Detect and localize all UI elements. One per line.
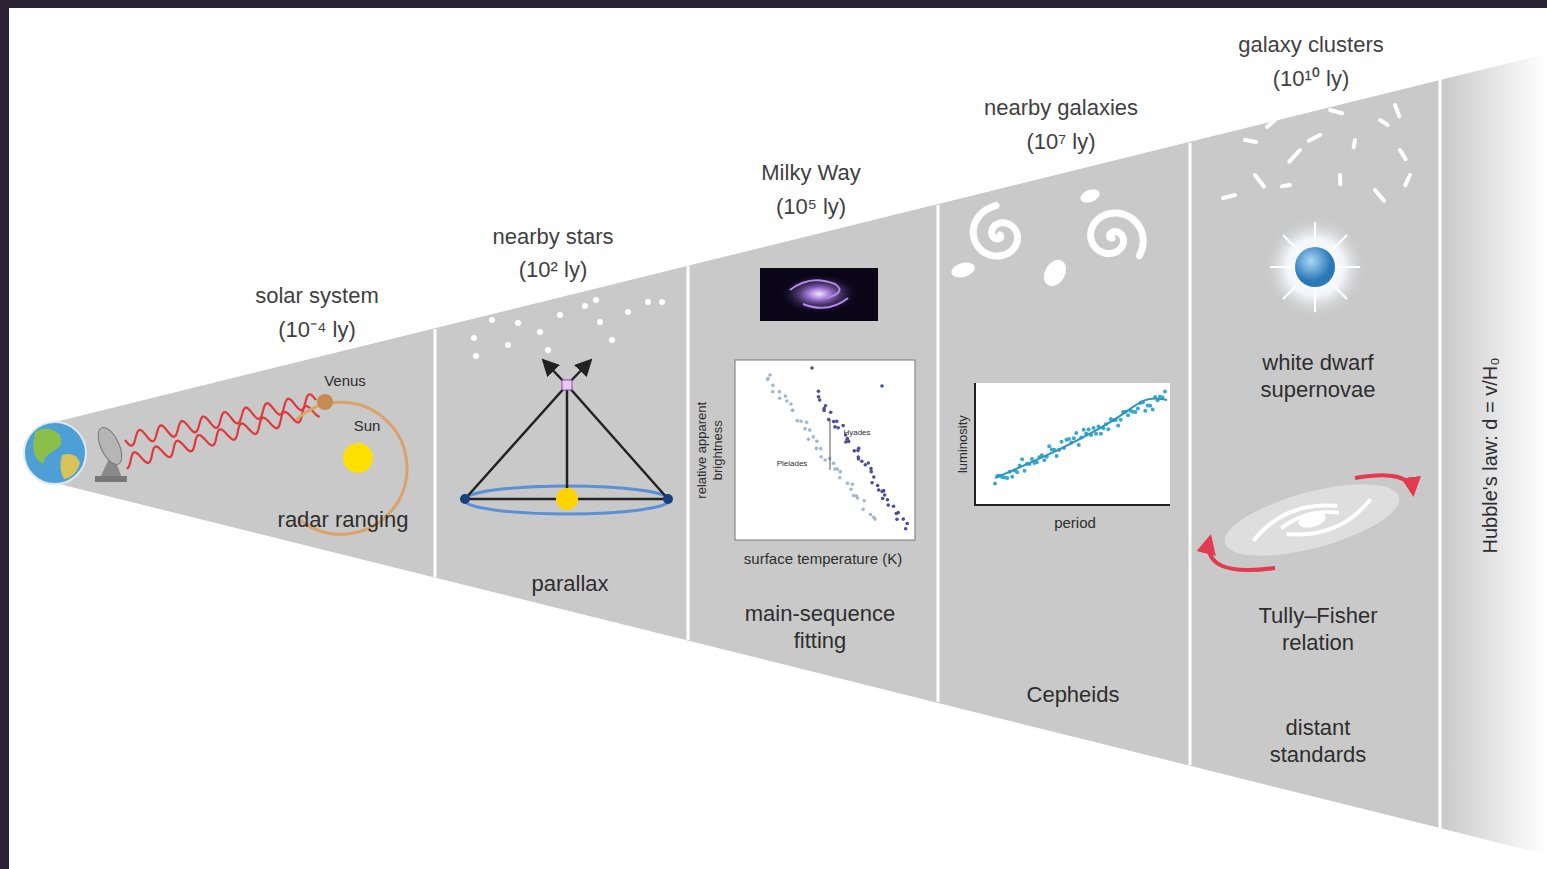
earth-orbit (464, 486, 670, 514)
method-label: parallax (531, 570, 608, 598)
rotation-arrow (1209, 538, 1275, 570)
range-heading: Milky Way (761, 159, 860, 187)
range-heading: galaxy clusters (1238, 31, 1384, 59)
hubble-band: Hubble's law: d = v/H₀ (1440, 0, 1547, 869)
planet-label: Venus (324, 372, 366, 391)
spiral-galaxies (973, 206, 1143, 256)
milky-way-arms (790, 280, 848, 308)
nearby-galaxies-band: nearby galaxies (10⁷ ly) Cepheids (938, 0, 1190, 869)
earth (24, 422, 86, 484)
cepheid-points (993, 389, 1167, 485)
rotating-galaxy (1218, 470, 1406, 571)
method-label: white dwarf supernovae (1233, 349, 1403, 404)
axis-label: surface temperature (K) (744, 550, 902, 569)
column-separators (435, 80, 1440, 828)
rotation-arrow (1355, 475, 1413, 493)
axis-label: luminosity (955, 415, 971, 473)
sun (556, 488, 578, 510)
milky-way-band: Milky Way (10⁵ ly) main-sequence fitting (688, 0, 938, 869)
nearby-stars-band: nearby stars (10² ly) parallax (435, 0, 688, 869)
supernova-glow (1263, 215, 1367, 319)
cluster-label: Pleiades (777, 459, 808, 469)
earth-position (663, 494, 673, 504)
method-label: Cepheids (1027, 681, 1120, 709)
plot-axes (975, 383, 1170, 505)
venus (317, 394, 333, 410)
fit-offset (830, 420, 831, 470)
hubble-strip (1440, 54, 1547, 855)
star-label: Sun (354, 417, 381, 436)
range-distance: (10⁵ ly) (776, 193, 846, 221)
method-label: radar ranging (278, 506, 409, 534)
elliptical-galaxies (950, 187, 1102, 290)
space-band (0, 0, 1547, 8)
method-label: distant standards (1253, 714, 1383, 769)
white-dwarf (1295, 247, 1335, 287)
hr-plot (735, 360, 915, 540)
cluster-label: Hyades (843, 428, 870, 438)
range-heading: nearby galaxies (984, 94, 1138, 122)
hubble-law: Hubble's law: d = v/H₀ (1478, 357, 1503, 553)
range-distance: (10⁻⁴ ly) (278, 316, 356, 344)
sun (343, 443, 373, 473)
range-heading: solar system (255, 282, 378, 310)
galaxy-clusters-band: galaxy clusters (10¹⁰ ly) white dwarf supe… (1190, 0, 1440, 869)
range-distance: (10⁷ ly) (1026, 128, 1095, 156)
axis-label: relative apparent brightness (694, 390, 727, 510)
distance-wedge (55, 80, 1440, 828)
milky-way-image (779, 274, 859, 314)
method-label: Tully–Fisher relation (1233, 602, 1403, 657)
star-field (471, 297, 665, 359)
space-band (0, 0, 9, 869)
cepheid-plot (975, 383, 1170, 505)
range-heading: nearby stars (492, 223, 613, 251)
milky-way-image (760, 268, 878, 321)
radar-dish (93, 424, 127, 482)
method-label: main-sequence fitting (720, 600, 920, 655)
hr-points (766, 366, 909, 530)
earth-position (460, 494, 470, 504)
solar-system-band: solar system (10⁻⁴ ly) radar ranging (60, 0, 435, 869)
parallax-triangle (465, 361, 668, 500)
range-distance: (10² ly) (519, 256, 587, 284)
range-distance: (10¹⁰ ly) (1273, 65, 1349, 93)
radar-waves (125, 394, 320, 469)
target-star (562, 380, 572, 390)
axis-label: period (1054, 514, 1096, 533)
supernova-rays (1270, 222, 1360, 312)
cluster-galaxies (1223, 105, 1410, 201)
